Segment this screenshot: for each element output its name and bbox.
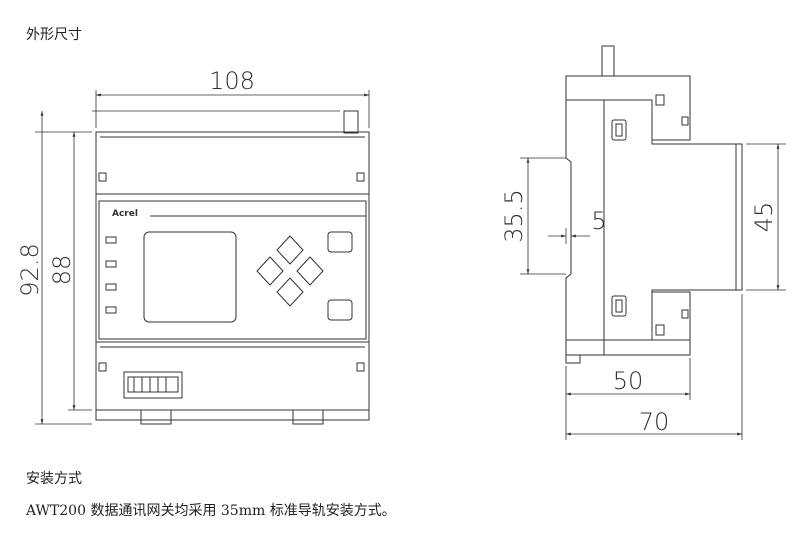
brand-logo: Acrel <box>112 209 138 219</box>
front-view <box>95 110 370 425</box>
side-antenna <box>601 45 615 77</box>
dim-depth-70: 70 <box>639 408 670 436</box>
led-2 <box>105 260 117 268</box>
front-bottom-block <box>95 341 370 411</box>
antenna <box>343 110 359 134</box>
lcd-screen <box>143 231 237 323</box>
key-left <box>256 256 284 286</box>
led-3 <box>105 283 117 291</box>
key-up <box>276 235 304 265</box>
dim-height-92-8: 92.8 <box>16 243 44 296</box>
installation-description: AWT200 数据通讯网关均采用 35mm 标准导轨安装方式。 <box>26 503 396 519</box>
key-right <box>296 256 324 286</box>
dim-height-88: 88 <box>48 255 76 286</box>
installation-method-heading: 安装方式 <box>26 471 82 487</box>
front-top-block <box>95 131 370 195</box>
led-1 <box>105 236 117 244</box>
side-view <box>565 45 743 364</box>
dim-rail-35-5: 35.5 <box>500 189 528 242</box>
outline-dimensions-heading: 外形尺寸 <box>26 27 82 43</box>
dim-rail-5: 5 <box>591 207 606 235</box>
led-4 <box>105 306 117 314</box>
key-top-right <box>327 231 353 253</box>
terminal-block <box>123 371 183 399</box>
dim-width-108: 108 <box>209 67 255 95</box>
key-bottom-right <box>327 299 353 321</box>
dim-neck-45: 45 <box>750 202 778 233</box>
key-down <box>276 277 304 307</box>
dim-depth-50: 50 <box>613 367 644 395</box>
